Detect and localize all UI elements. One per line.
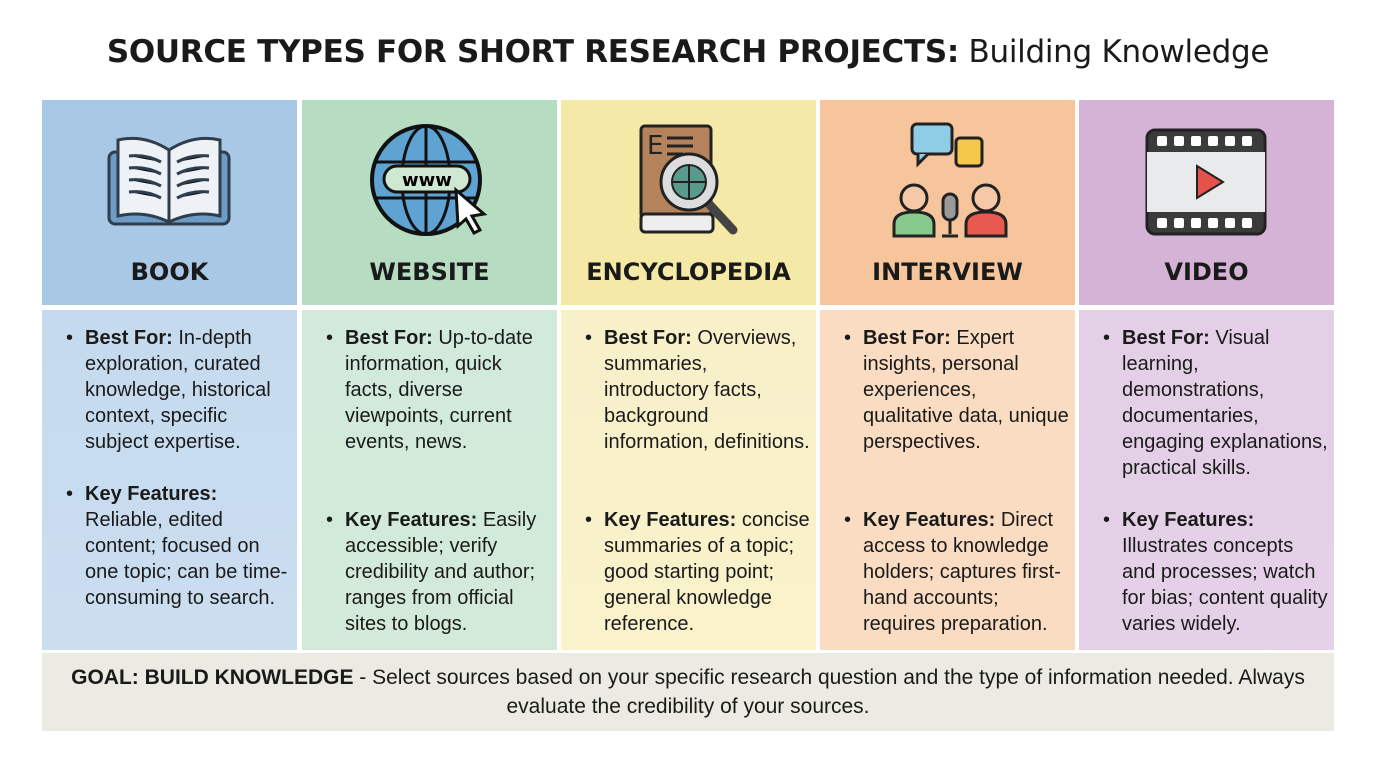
best-for-label: Best For: — [85, 327, 173, 349]
title-bold: SOURCE TYPES FOR SHORT RESEARCH PROJECTS… — [106, 34, 959, 70]
encyclopedia-magnifier-icon: E — [623, 122, 753, 242]
key-features-item: Key Features: Easily accessible; verify … — [326, 507, 551, 637]
best-for-item: Best For: Visual learning, demonstration… — [1103, 325, 1328, 481]
key-features-text: Reliable, edited content; focused on one… — [85, 509, 288, 609]
key-features-item: Key Features: Reliable, edited content; … — [66, 481, 291, 611]
goal-text: - Select sources based on your specific … — [353, 666, 1305, 718]
globe-www-cursor-icon: www — [364, 122, 494, 242]
best-for-item: Best For: Up-to-date information, quick … — [326, 325, 551, 455]
column-header: INTERVIEW — [820, 100, 1075, 305]
key-features-label: Key Features: — [345, 509, 478, 531]
column-header: VIDEO — [1079, 100, 1334, 305]
column-title: INTERVIEW — [872, 258, 1023, 286]
column-title: ENCYCLOPEDIA — [586, 258, 791, 286]
key-features-text: Illustrates concepts and processes; watc… — [1122, 535, 1328, 635]
interview-people-microphone-icon — [882, 122, 1012, 242]
column-header: www WEBSITE — [302, 100, 557, 305]
column-title: BOOK — [130, 258, 209, 286]
key-features-item: Key Features: Direct access to knowledge… — [844, 507, 1069, 637]
best-for-item: Best For: In-depth exploration, curated … — [66, 325, 291, 455]
best-for-text: In-depth exploration, curated knowledge,… — [85, 327, 271, 453]
svg-text:E: E — [647, 131, 663, 161]
best-for-label: Best For: — [1122, 327, 1210, 349]
key-features-label: Key Features: — [604, 509, 737, 531]
goal-label: GOAL: BUILD KNOWLEDGE — [71, 666, 354, 689]
best-for-text: Expert insights, personal experiences, q… — [863, 327, 1069, 453]
title-subtitle: Building Knowledge — [958, 34, 1270, 70]
svg-text:www: www — [402, 170, 452, 191]
best-for-text: Up-to-date information, quick facts, div… — [345, 327, 533, 453]
open-book-icon — [104, 122, 234, 242]
best-for-label: Best For: — [345, 327, 433, 349]
best-for-label: Best For: — [604, 327, 692, 349]
key-features-text: concise summaries of a topic; good start… — [604, 509, 810, 635]
column-title: WEBSITE — [369, 258, 490, 286]
key-features-label: Key Features: — [85, 483, 218, 505]
key-features-label: Key Features: — [1122, 509, 1255, 531]
goal-footer: GOAL: BUILD KNOWLEDGE - Select sources b… — [42, 653, 1334, 731]
column-title: VIDEO — [1164, 258, 1249, 286]
key-features-text: Easily accessible; verify credibility an… — [345, 509, 537, 635]
column-header: BOOK — [42, 100, 297, 305]
key-features-item: Key Features: Illustrates concepts and p… — [1103, 507, 1328, 637]
best-for-item: Best For: Expert insights, personal expe… — [844, 325, 1069, 455]
key-features-item: Key Features: concise summaries of a top… — [585, 507, 810, 637]
best-for-item: Best For: Overviews, summaries, introduc… — [585, 325, 810, 455]
best-for-text: Visual learning, demonstrations, documen… — [1122, 327, 1328, 479]
film-play-icon — [1141, 122, 1271, 242]
best-for-label: Best For: — [863, 327, 951, 349]
column-header: E ENCYCLOPEDIA — [561, 100, 816, 305]
key-features-text: Direct access to knowledge holders; capt… — [863, 509, 1061, 635]
page-title: SOURCE TYPES FOR SHORT RESEARCH PROJECTS… — [0, 34, 1376, 70]
key-features-label: Key Features: — [863, 509, 996, 531]
best-for-text: Overviews, summaries, introductory facts… — [604, 327, 810, 453]
